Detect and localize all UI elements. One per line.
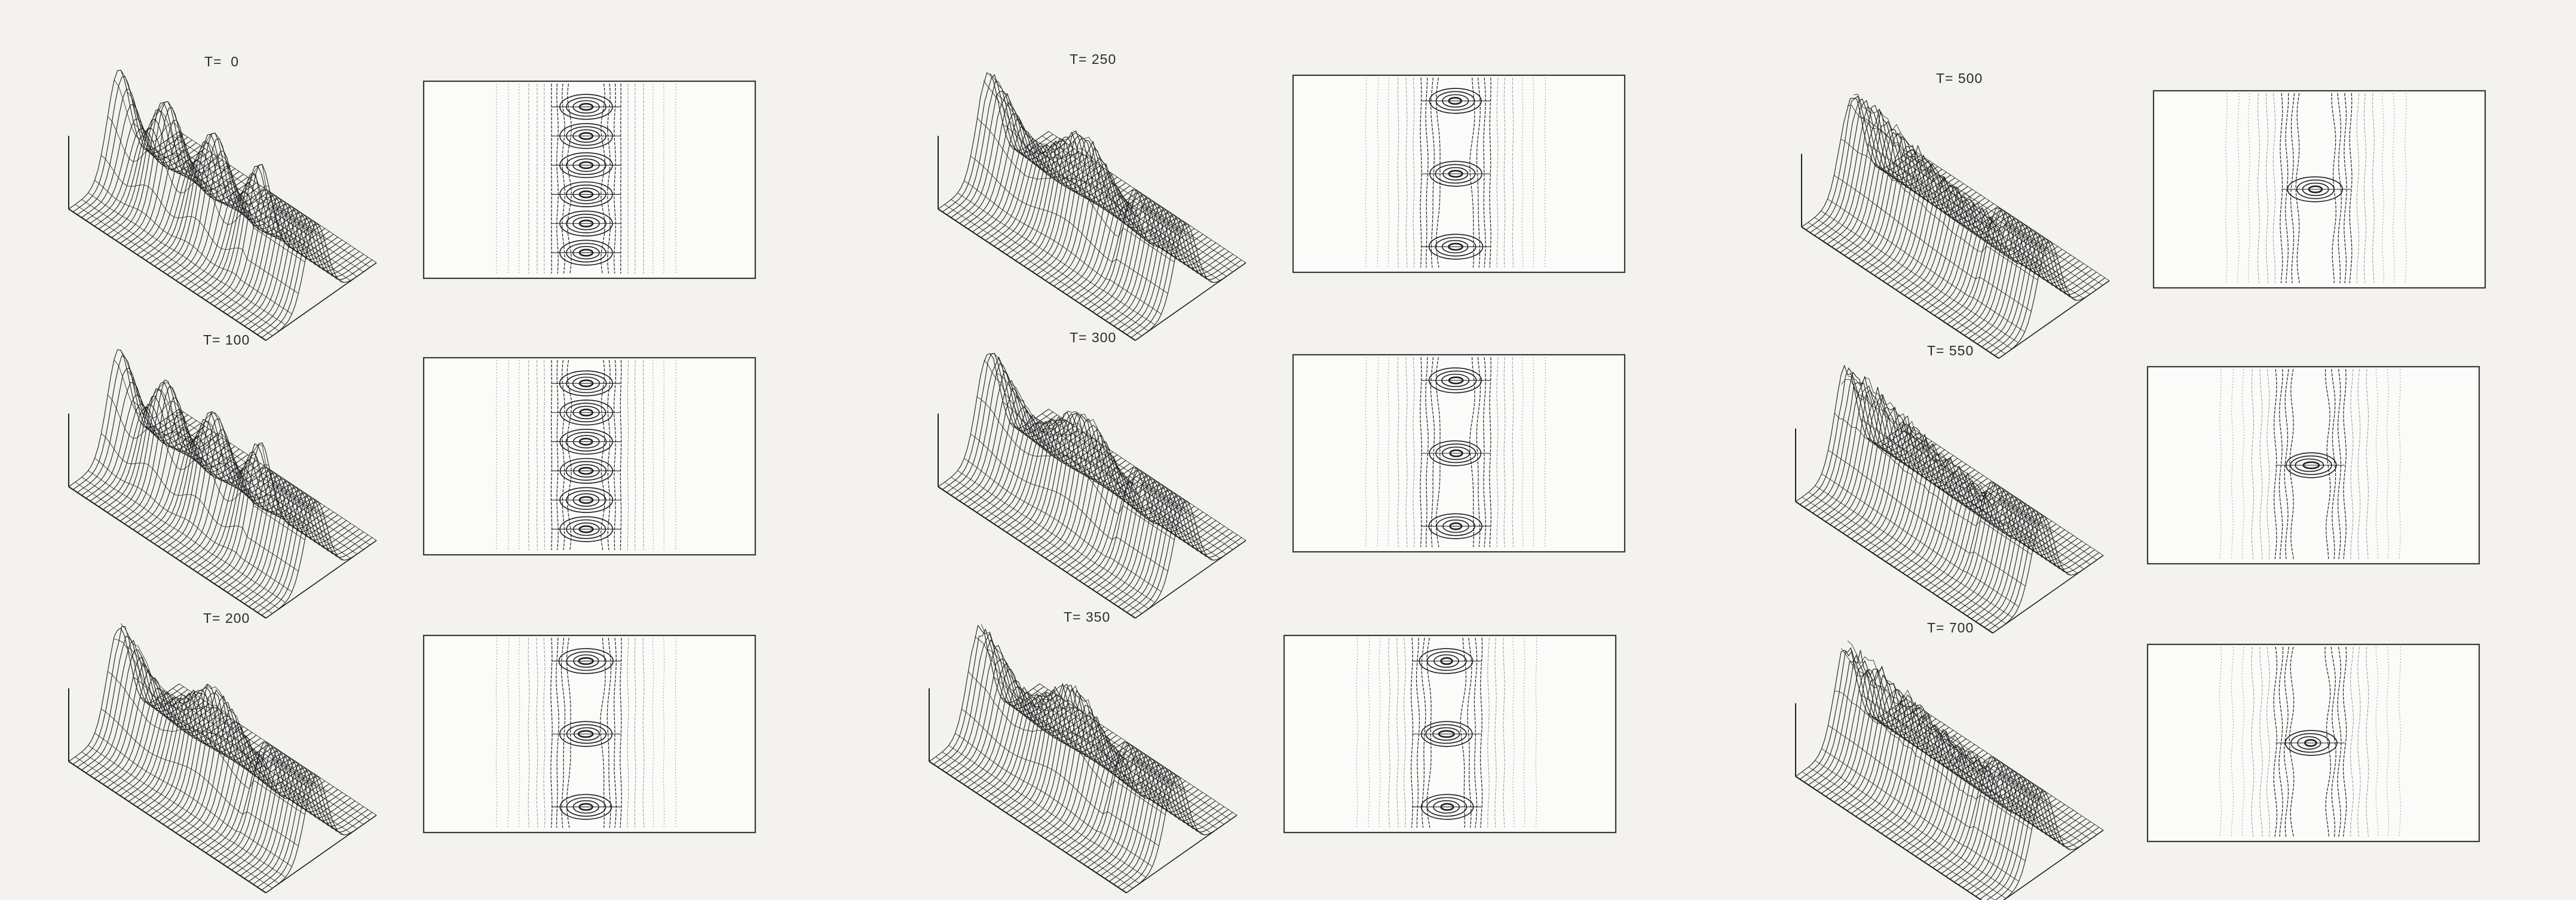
contour-plot [422,634,756,834]
contour-lines [496,360,676,551]
contour-plot [2146,365,2480,565]
contour-lines [2225,93,2407,284]
surface-plot [929,623,1238,893]
surface-plot [938,72,1246,341]
surface-mesh [929,623,1238,893]
time-label: T= 100 [203,332,250,348]
surface-mesh [1795,364,2104,634]
contour-lines [2219,646,2401,837]
time-label: T= 350 [1064,609,1111,625]
time-label: T= 500 [1936,70,1983,86]
time-label: T= 250 [1070,51,1117,67]
surface-mesh [68,623,377,893]
contour-plot [422,80,756,279]
surface-mesh [938,72,1246,341]
time-label: T= 700 [1927,620,1974,635]
surface-mesh [938,352,1246,619]
contour-lines [2219,368,2401,560]
contour-plot [1292,74,1626,274]
surface-plot [938,352,1246,619]
contour-plot [1292,354,1626,553]
contour-lines [1356,637,1537,828]
time-label: T= 300 [1070,330,1117,345]
contour-plot [2152,90,2486,289]
contour-frame [422,80,756,279]
contour-lines [496,83,676,274]
contour-peaks [2275,452,2345,478]
contour-peaks [1420,88,1490,260]
surface-mesh [1801,94,2110,359]
time-label: T= 0 [204,54,240,69]
contour-peaks [551,94,621,266]
surface-plot [68,349,377,619]
contour-plot [1283,634,1617,834]
contour-frame [422,357,756,556]
surface-mesh [68,69,377,341]
contour-peaks [551,648,621,820]
surface-plot [68,69,377,341]
contour-peaks [1420,367,1490,539]
surface-plot [1795,364,2104,634]
time-label: T= 200 [203,610,250,626]
contour-peaks [2281,176,2351,202]
contour-plot [422,357,756,556]
surface-plot [1795,640,2104,900]
time-label: T= 550 [1927,343,1974,358]
surface-plot [68,623,377,893]
contour-plot [2146,643,2480,843]
contour-peaks [2275,730,2345,756]
contour-peaks [551,370,621,542]
surface-mesh [1795,640,2104,900]
surface-mesh [68,349,377,619]
contour-peaks [1411,648,1481,820]
surface-plot [1801,94,2110,359]
